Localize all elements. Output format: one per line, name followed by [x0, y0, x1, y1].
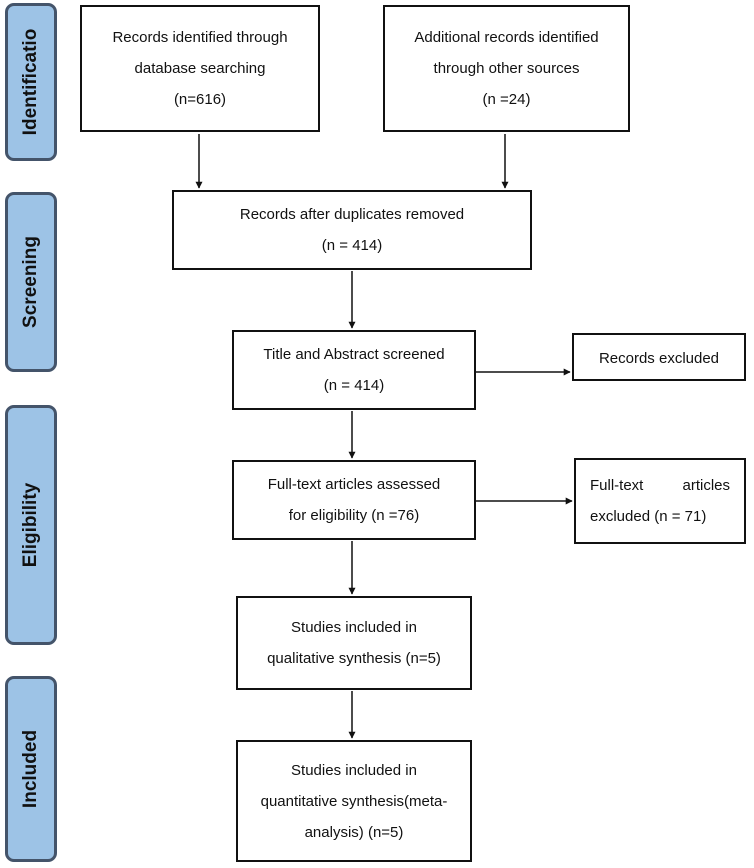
other-sources-line1: Additional records identified [414, 29, 599, 46]
qualitative-line1: Studies included in [291, 619, 417, 636]
other-sources-line3: (n =24) [482, 91, 531, 108]
records-excluded-line1: Records excluded [598, 350, 720, 367]
fulltext-excluded-word1: Full-text [590, 477, 644, 494]
phase-included: Included [5, 676, 57, 862]
database-line2: database searching [134, 60, 266, 77]
database-line1: Records identified through [112, 29, 288, 46]
fulltext-excluded-line1: Full-text articles [576, 470, 744, 501]
box-fulltext-assessed: Full-text articles assessed for eligibil… [232, 460, 476, 540]
other-sources-line2: through other sources [433, 60, 580, 77]
box-title-abstract-screened: Title and Abstract screened (n = 414) [232, 330, 476, 410]
quantitative-line2: quantitative synthesis(meta- [260, 792, 448, 810]
box-other-sources: Additional records identified through ot… [383, 5, 630, 132]
fulltext-excluded-line2: excluded (n = 71) [590, 508, 707, 525]
qualitative-line2: qualitative synthesis (n=5) [267, 650, 441, 667]
phase-screening: Screening [5, 192, 57, 372]
fulltext-assessed-line2: for eligibility (n =76) [288, 507, 420, 524]
fulltext-excluded-word2: articles [682, 477, 730, 494]
box-records-excluded: Records excluded (n = 338) [572, 333, 746, 381]
database-line3: (n=616) [173, 91, 227, 108]
box-fulltext-excluded: Full-text articles excluded (n = 71) [574, 458, 746, 544]
fulltext-assessed-line1: Full-text articles assessed [267, 476, 441, 493]
phase-identification: Identificatio [5, 3, 57, 161]
quantitative-line1: Studies included in [291, 761, 417, 779]
duplicates-line1: Records after duplicates removed [239, 206, 465, 223]
title-abstract-line2: (n = 414) [323, 377, 385, 394]
box-qualitative-synthesis: Studies included in qualitative synthesi… [236, 596, 472, 690]
title-abstract-line1: Title and Abstract screened [263, 346, 445, 363]
records-excluded-line2: (n = 338) [629, 372, 689, 379]
quantitative-line3: analysis) (n=5) [304, 823, 404, 841]
phase-eligibility: Eligibility [5, 405, 57, 645]
duplicates-line2: (n = 414) [321, 237, 383, 254]
box-duplicates-removed: Records after duplicates removed (n = 41… [172, 190, 532, 270]
box-quantitative-synthesis: Studies included in quantitative synthes… [236, 740, 472, 862]
box-database-records: Records identified through database sear… [80, 5, 320, 132]
